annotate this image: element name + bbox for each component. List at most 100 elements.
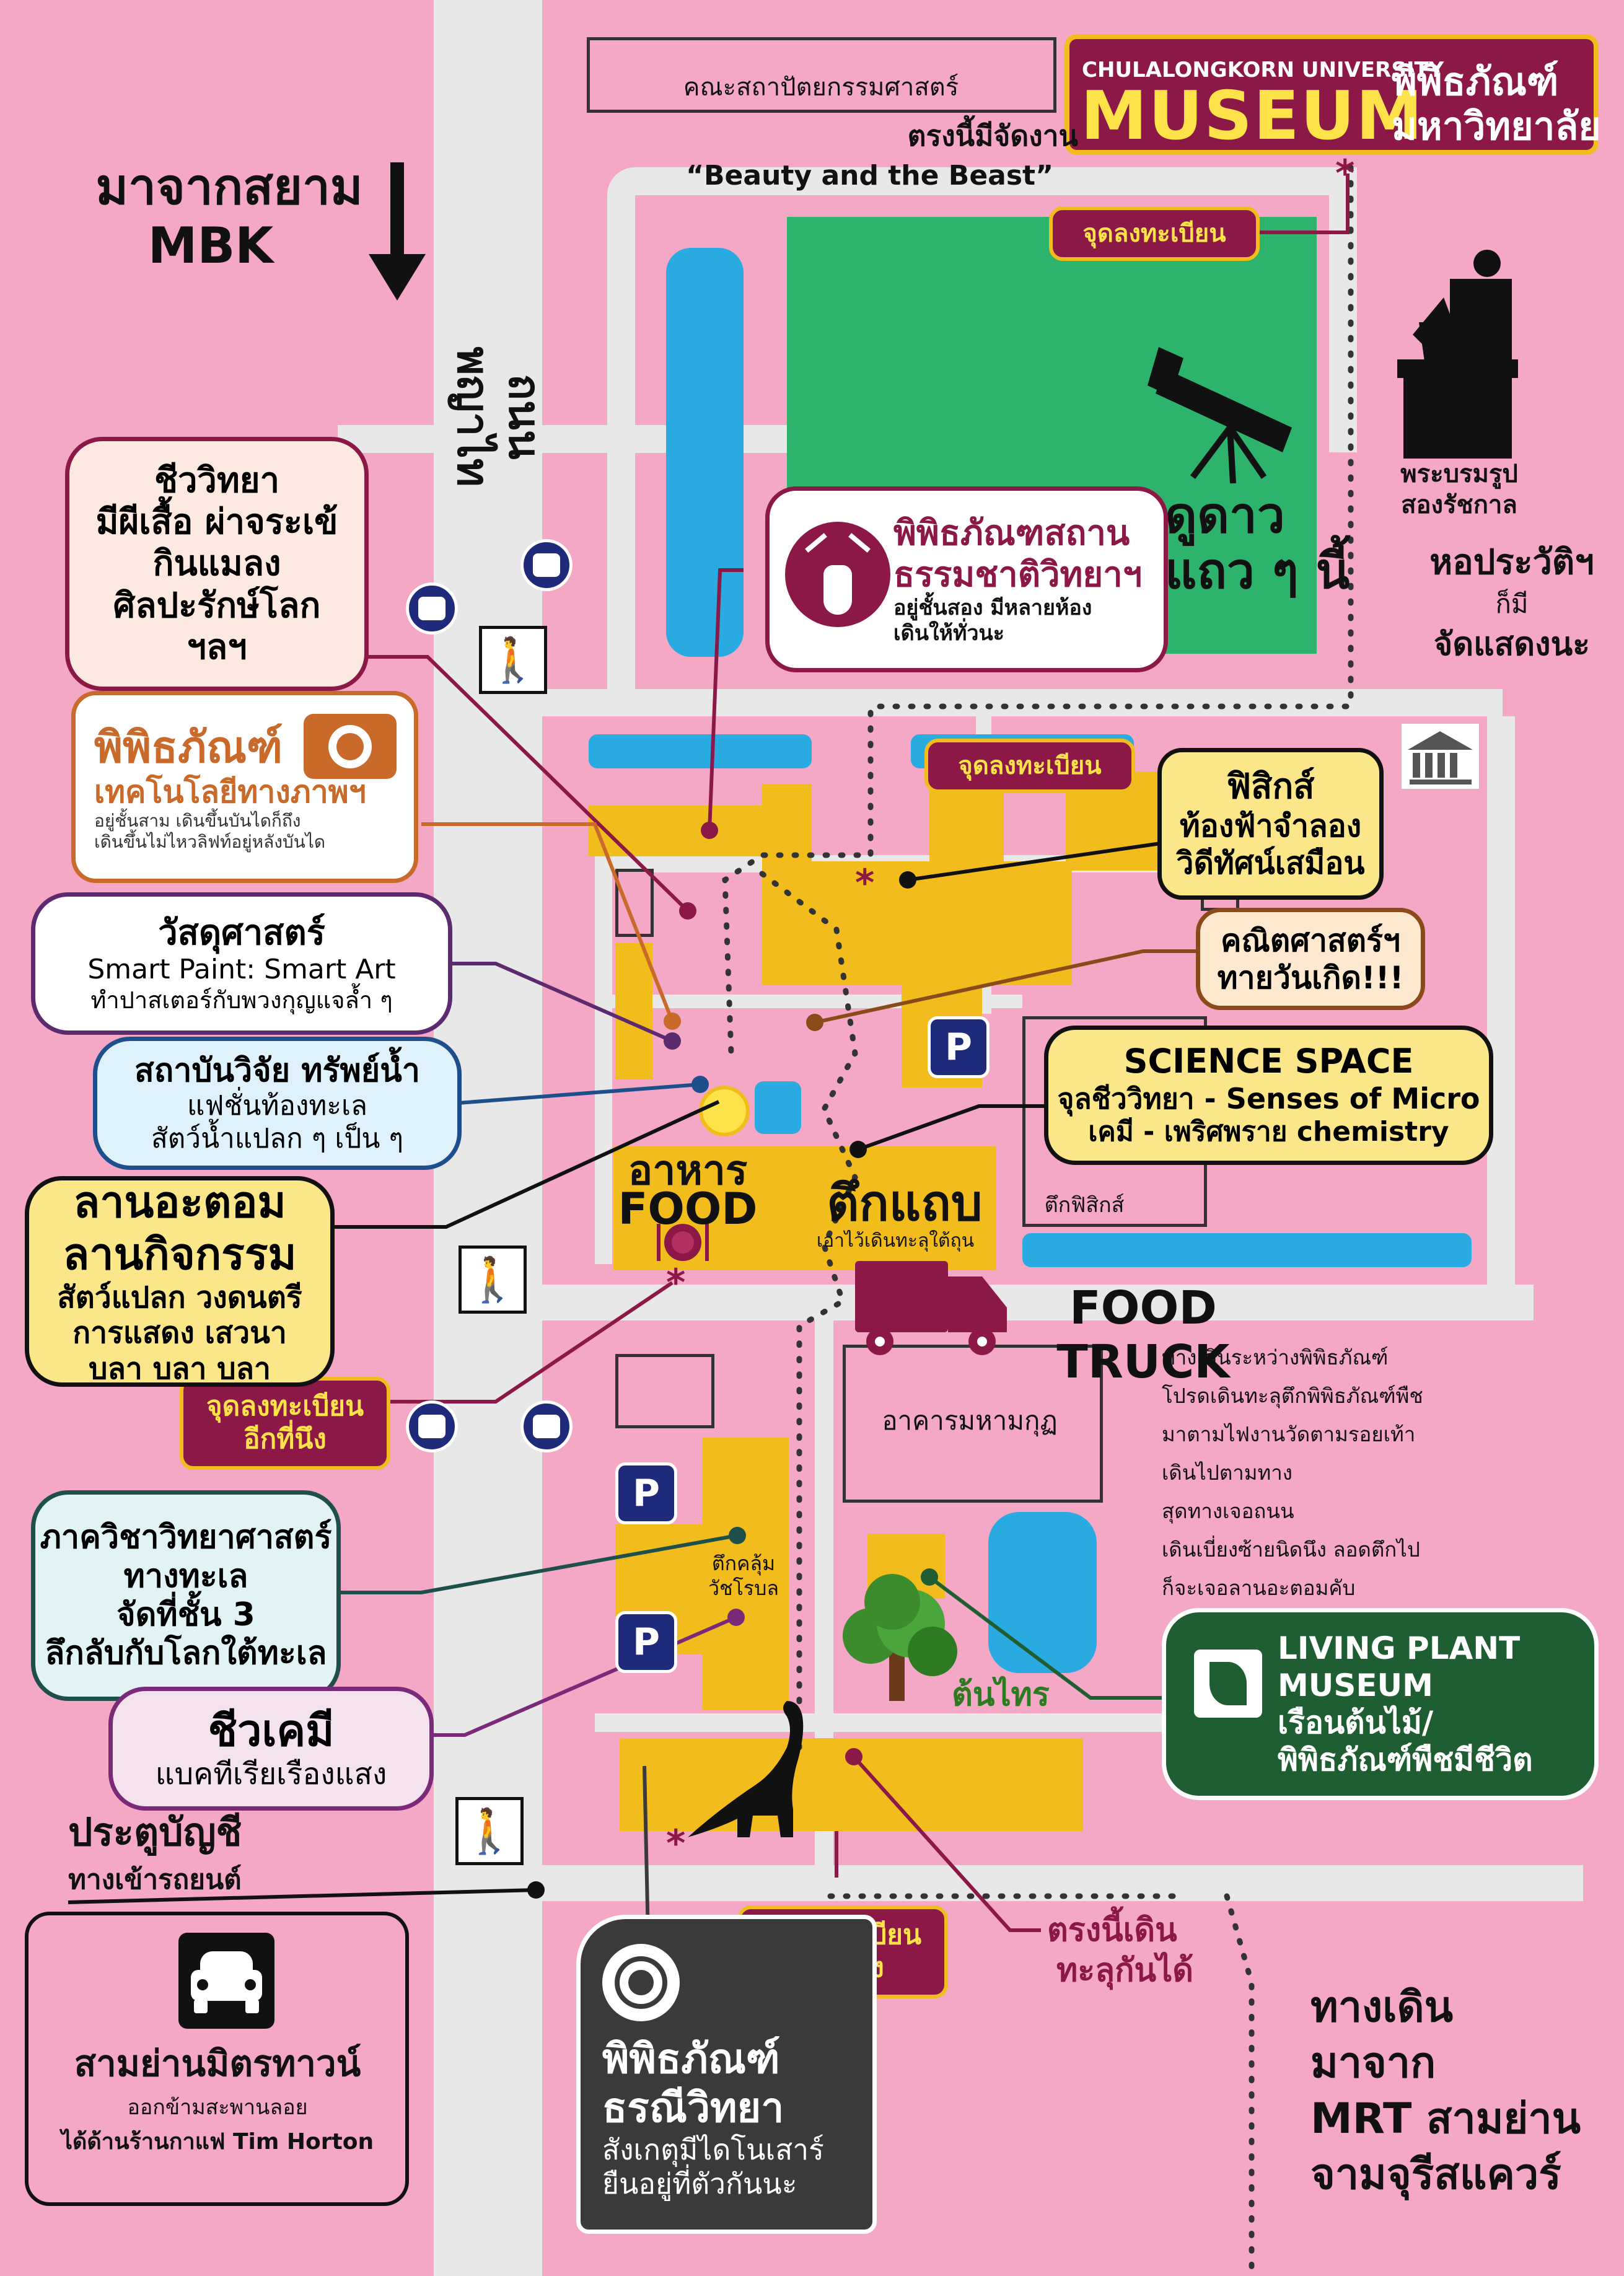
photo-museum-callout[interactable]: พิพิธภัณฑ์ เทคโนโลยีทางภาพฯ อยู่ชั้นสาม … <box>71 691 418 883</box>
photo-building <box>615 943 652 1079</box>
materials-line1: วัสดุศาสตร์ <box>158 913 325 954</box>
deer-icon <box>785 522 890 627</box>
biology-callout[interactable]: ชีววิทยา มีผีเสื้อ ผ่าจระเข้ กินแมลง ศิล… <box>65 437 369 691</box>
annex-building-label: ตึกแถบ <box>827 1174 983 1232</box>
marine-line3: จัดที่ชั้น 3 <box>116 1596 255 1633</box>
registration-top-label: จุดลงทะเบียน <box>1082 219 1226 248</box>
natural-history-line3: อยู่ชั้นสอง มีหลายห้อง <box>893 595 1092 621</box>
road-ring-top <box>607 167 1357 195</box>
food-label-en: FOOD <box>618 1184 758 1234</box>
chemistry-building-label-2: วัชโรบล <box>708 1576 779 1600</box>
mrt-label-1: ทางเดิน <box>1310 1983 1454 2032</box>
marine-line1: ภาควิชาวิทยาศาสตร์ <box>40 1519 332 1557</box>
geology-line1: พิพิธภัณฑ์ <box>602 2035 780 2083</box>
aquatic-institute-callout[interactable]: สถาบันวิจัย ทรัพย์น้ำ แฟชั่นท้องทะเล สัต… <box>93 1037 462 1170</box>
leader-math <box>814 949 1199 1024</box>
living-plant-callout[interactable]: LIVING PLANT MUSEUM เรือนต้นไม้/ พิพิธภั… <box>1162 1608 1599 1800</box>
atom-line3: สัตว์แปลก วงดนตรี <box>57 1280 302 1315</box>
museum-logo: CHULALONGKORN UNIVERSITY MUSEUM พิพิธภัณ… <box>1064 34 1601 155</box>
svg-text:*: * <box>1335 152 1354 195</box>
biochemistry-callout[interactable]: ชีวเคมี แบคทีเรียเรืองแสง <box>108 1687 434 1811</box>
tree-icon <box>843 1574 957 1701</box>
mrt-label-3: MRT สามย่าน <box>1310 2094 1581 2143</box>
pond-strip-1 <box>589 734 812 768</box>
leader-registration-top <box>1258 174 1350 234</box>
living-plant-line4: พิพิธภัณฑ์พืชมีชีวิต <box>1278 1742 1533 1778</box>
biochem-line2: แบคทีเรียเรืองแสง <box>155 1757 387 1792</box>
camera-icon <box>304 714 397 779</box>
arrow-down-icon <box>369 162 426 301</box>
statue-icon <box>1397 250 1518 459</box>
biology-line4: ศิลปะรักษ์โลก <box>113 585 321 626</box>
physics-line3: วิดีทัศน์เสมือน <box>1176 845 1365 882</box>
geology-line4: ยืนอยู่ที่ตัวกันนะ <box>602 2166 797 2200</box>
mrt-label-4: จามจุรีสแควร์ <box>1310 2150 1561 2199</box>
samyan-line2: ได้ด้านร้านกาแฟ Tim Horton <box>61 2129 374 2155</box>
svg-text:*: * <box>855 861 874 905</box>
leader-plant <box>928 1575 1165 1700</box>
history-hall-label-3: จัดแสดงนะ <box>1433 626 1591 663</box>
science-space-callout[interactable]: SCIENCE SPACE จุลชีววิทยา - Senses of Mi… <box>1044 1026 1493 1165</box>
leader-walkthrough <box>852 1755 1041 1932</box>
living-plant-line3: เรือนต้นไม้/ <box>1278 1705 1434 1741</box>
math-callout[interactable]: คณิตศาสตร์ฯ ทายวันเกิด!!! <box>1196 908 1425 1010</box>
geology-line2: ธรณีวิทยา <box>602 2084 784 2132</box>
marine-science-callout[interactable]: ภาควิชาวิทยาศาสตร์ ทางทะเล จัดที่ชั้น 3 … <box>31 1490 341 1701</box>
history-hall-label-2: ก็มี <box>1495 589 1529 619</box>
leaf-icon <box>1194 1650 1262 1718</box>
physics-callout[interactable]: ฟิสิกส์ ท้องฟ้าจำลอง วิดีทัศน์เสมือน <box>1157 748 1384 900</box>
account-gate-label: ประตูบัญชี <box>68 1809 242 1855</box>
statue-label-1: พระบรมรูป <box>1400 460 1518 488</box>
leader-dots <box>527 822 938 1899</box>
atom-plaza-callout[interactable]: ลานอะตอม ลานกิจกรรม สัตว์แปลก วงดนตรี กา… <box>25 1176 335 1387</box>
svg-text:*: * <box>666 1822 685 1865</box>
physics-building-label: ตึกฟิสิกส์ <box>1044 1193 1125 1218</box>
materials-line2: Smart Paint: Smart Art <box>87 954 396 986</box>
pond-strip-3 <box>1022 1233 1472 1267</box>
road-h-mid1 <box>542 689 1503 716</box>
chemistry-building-a <box>702 1438 789 1710</box>
history-hall-label-1: หอประวัติฯ <box>1429 542 1594 582</box>
dinosaur-icon <box>688 1701 804 1837</box>
biology-line3: กินแมลง <box>152 543 281 584</box>
geology-callout[interactable]: พิพิธภัณฑ์ ธรณีวิทยา สังเกตุมีไดโนเสาร์ … <box>576 1915 877 2234</box>
samyan-line1: ออกข้ามสะพานลอย <box>127 2095 308 2120</box>
materials-callout[interactable]: วัสดุศาสตร์ Smart Paint: Smart Art ทำปาส… <box>31 892 452 1035</box>
leader-car-entrance <box>68 1888 537 1904</box>
natural-history-line1: พิพิธภัณฑสถาน <box>893 513 1130 554</box>
bus-icon <box>520 539 573 591</box>
museum-logo-en: CHULALONGKORN UNIVERSITY <box>1082 58 1444 82</box>
atom-line2: ลานกิจกรรม <box>63 1228 297 1280</box>
walk-direction-line: เดินเบี่ยงซ้ายนิดนึง ลอดตึกไป <box>1162 1537 1420 1562</box>
beauty-beast-label-1: ตรงนี้มีจัดงาน <box>907 119 1078 152</box>
aquatic-line1: สถาบันวิจัย ทรัพย์น้ำ <box>134 1052 420 1089</box>
living-plant-line2: MUSEUM <box>1278 1667 1433 1703</box>
science-space-line2: จุลชีววิทยา - Senses of Micro <box>1057 1081 1480 1115</box>
from-mbk-label: MBK <box>147 217 274 275</box>
museum-logo-word: MUSEUM <box>1081 77 1424 155</box>
stargazing-label-1: ดูดาว <box>1165 486 1285 544</box>
leader-marine <box>335 1534 738 1594</box>
natural-history-callout[interactable]: พิพิธภัณฑสถาน ธรรมชาติวิทยาฯ อยู่ชั้นสอง… <box>765 486 1168 672</box>
arch-faculty-label: คณะสถาปัตยกรรมศาสตร์ <box>683 73 959 102</box>
aquatic-line3: สัตว์น้ำแปลก ๆ เป็น ๆ <box>151 1122 404 1154</box>
parking-icon: P <box>928 1016 990 1078</box>
walk-direction-line: ทางเดินระหว่างพิพิธภัณฑ์ <box>1162 1345 1389 1369</box>
living-plant-line1: LIVING PLANT <box>1278 1630 1521 1666</box>
photo-line3: อยู่ชั้นสาม เดินขึ้นบันไดก็ถึง <box>94 811 301 832</box>
arch-faculty-box <box>587 37 1056 113</box>
road-h-mid2 <box>542 1285 1534 1320</box>
svg-text:*: * <box>666 1261 685 1304</box>
leader-physics <box>907 841 1165 882</box>
walk-through-label-2: ทะลุกันได้ <box>1056 1952 1194 1989</box>
food-label-th: อาหาร <box>628 1146 748 1194</box>
natural-history-line2: ธรรมชาติวิทยาฯ <box>893 555 1143 595</box>
bus-icon <box>520 1400 573 1452</box>
registration-middle-label: จุดลงทะเบียน <box>958 752 1102 780</box>
biology-line1: ชีววิทยา <box>154 460 280 501</box>
road-ring-left <box>607 167 635 713</box>
phayathai-road-label: ถนนพญาไท <box>448 346 550 487</box>
natural-history-building-a <box>589 806 775 856</box>
registration-top: จุดลงทะเบียน <box>1049 206 1260 261</box>
